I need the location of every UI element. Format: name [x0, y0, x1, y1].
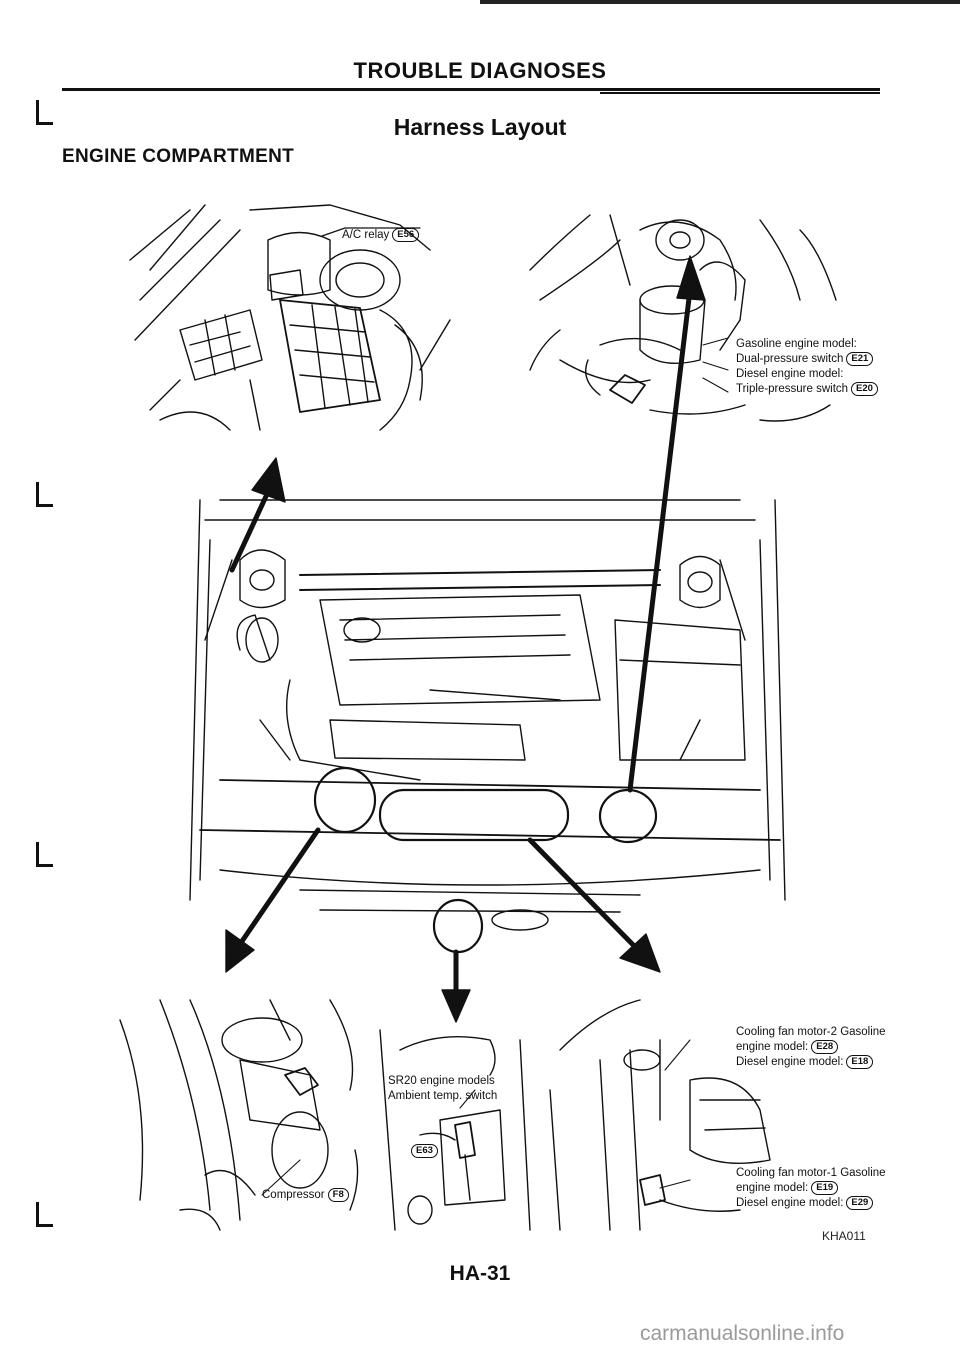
pressure-switch-label: Gasoline engine model: Dual-pressure swi…	[736, 337, 878, 397]
top-edge-bar	[480, 0, 960, 4]
ambient-switch-code: E63	[408, 1144, 438, 1159]
margin-mark-3	[36, 842, 53, 867]
ambient-switch-inset	[379, 1029, 531, 1231]
fan-motor-2-label: Cooling fan motor-2 Gasoline engine mode…	[736, 1026, 886, 1069]
connector-code-badge: E63	[411, 1144, 438, 1158]
compressor-inset	[119, 999, 359, 1231]
margin-mark-2	[36, 482, 53, 507]
connector-code-badge: E20	[851, 382, 878, 396]
figure-code: KHA011	[822, 1229, 866, 1243]
page-number: HA-31	[449, 1262, 511, 1285]
margin-mark-1	[36, 100, 53, 125]
watermark-text: carmanualsonline.info	[640, 1322, 845, 1345]
connector-code-badge: E28	[811, 1040, 839, 1054]
top-edge-strip	[0, 0, 960, 6]
engine-bay-main	[189, 499, 786, 954]
connector-code-badge: E29	[846, 1196, 874, 1210]
header-rule	[62, 88, 880, 91]
ambient-switch-label: SR20 engine models Ambient temp. switch	[388, 1075, 498, 1102]
fan-motor-1-label: Cooling fan motor-1 Gasoline engine mode…	[736, 1167, 886, 1210]
pointer-arrows	[225, 255, 706, 1023]
cooling-fan-inset	[549, 999, 771, 1231]
subsection-title: ENGINE COMPARTMENT	[62, 146, 294, 167]
connector-code-badge: E19	[811, 1181, 839, 1195]
header-rule-secondary	[600, 92, 880, 94]
connector-code-badge: E18	[846, 1055, 874, 1069]
connector-code-badge: F8	[327, 1188, 349, 1202]
section-title: Harness Layout	[393, 114, 567, 140]
margin-mark-4	[36, 1202, 53, 1227]
page-header-title: TROUBLE DIAGNOSES	[353, 58, 607, 83]
connector-code-badge: E56	[392, 228, 420, 242]
pressure-switch-inset	[529, 214, 837, 422]
connector-code-badge: E21	[846, 352, 874, 366]
